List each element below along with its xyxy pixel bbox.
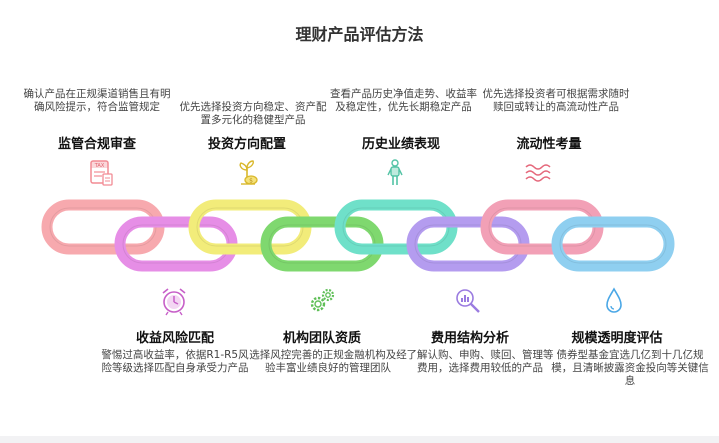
bottom-heading-4: 规模透明度评估 <box>571 331 663 346</box>
money-plant-icon: $ <box>239 160 258 185</box>
bottom-heading-2: 机构团队资质 <box>282 331 361 346</box>
waves-icon <box>525 164 551 182</box>
top-heading-2: 投资方向配置 <box>207 137 286 152</box>
gears-icon <box>310 288 335 312</box>
person-figure-icon <box>387 159 403 185</box>
top-heading-4: 流动性考量 <box>516 137 582 152</box>
tax-document-icon: TAX <box>90 160 113 186</box>
bottom-desc-3: 了解认购、申购、赎回、管理等费用，选择费用较低的产品 <box>406 349 554 374</box>
magnifier-chart-icon <box>456 289 480 313</box>
bottom-desc-4: 债券型基金宜选几亿到十几亿规模，且清晰披露资金投向等关键信息 <box>551 349 709 387</box>
alarm-clock-icon <box>162 288 186 316</box>
bottom-band <box>0 436 719 443</box>
svg-text:TAX: TAX <box>94 163 105 169</box>
chain-link-8 <box>551 216 675 272</box>
bottom-heading-1: 收益风险匹配 <box>135 331 214 346</box>
top-heading-1: 监管合规审查 <box>57 137 136 152</box>
svg-text:$: $ <box>249 178 253 185</box>
top-desc-1: 确认产品在正规渠道销售且有明确风险提示，符合监管规定 <box>23 88 171 113</box>
bottom-desc-1: 警惕过高收益率，依据R1-R5风险等级选择匹配自身承受力产品 <box>101 349 249 374</box>
bottom-desc-2: 选择风控完善的正规金融机构及经验丰富业绩良好的管理团队 <box>249 349 407 374</box>
droplet-icon <box>606 287 622 313</box>
top-heading-3: 历史业绩表现 <box>361 137 440 152</box>
top-desc-4: 优先选择投资者可根据需求随时赎回或转让的高流动性产品 <box>482 88 630 113</box>
chain-link-shade-8 <box>559 224 667 264</box>
top-desc-2: 优先选择投资方向稳定、资产配置多元化的稳健型产品 <box>179 101 327 126</box>
bottom-heading-3: 费用结构分析 <box>430 331 509 346</box>
top-desc-3: 查看产品历史净值走势、收益率及稳定性，优先长期稳定产品 <box>330 88 477 113</box>
page-title: 理财产品评估方法 <box>295 25 424 44</box>
